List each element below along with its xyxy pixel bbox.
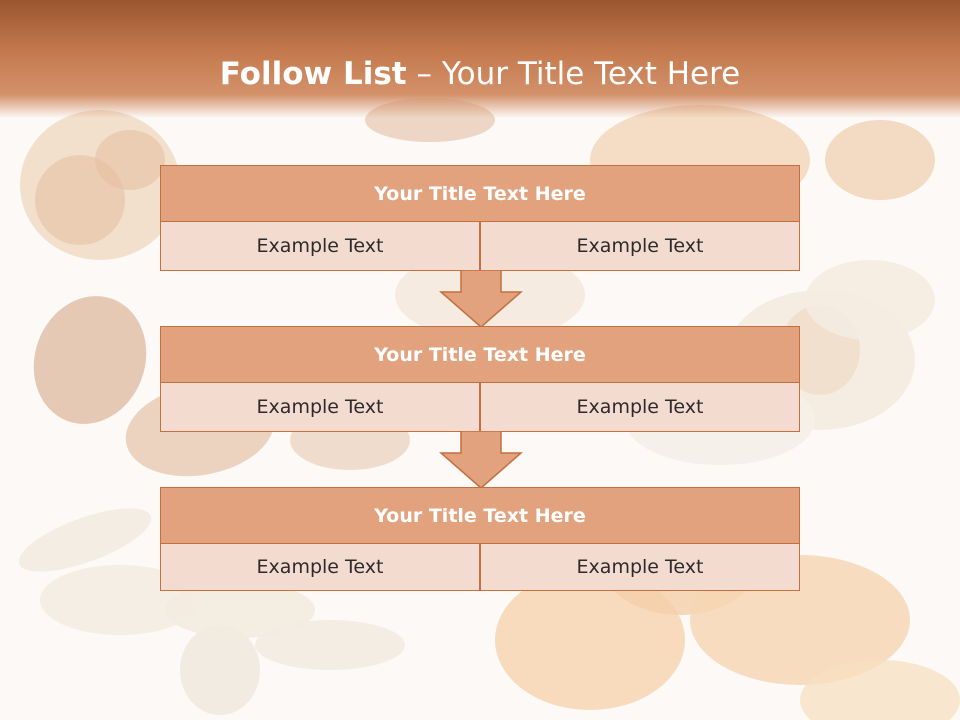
step-cell-right: Example Text bbox=[480, 383, 800, 432]
step-cell-right: Example Text bbox=[480, 222, 800, 271]
step-title: Your Title Text Here bbox=[160, 487, 800, 544]
step-cell-right: Example Text bbox=[480, 544, 800, 591]
step-box-1: Your Title Text Here Example Text Exampl… bbox=[160, 165, 800, 271]
step-box-3: Your Title Text Here Example Text Exampl… bbox=[160, 487, 800, 591]
slide-title: Follow List – Your Title Text Here bbox=[0, 54, 960, 94]
step-title: Your Title Text Here bbox=[160, 326, 800, 383]
step-cell-left: Example Text bbox=[160, 222, 480, 271]
header-band bbox=[0, 0, 960, 118]
slide-title-rest: – Your Title Text Here bbox=[406, 56, 741, 92]
step-box-2: Your Title Text Here Example Text Exampl… bbox=[160, 326, 800, 432]
step-cell-left: Example Text bbox=[160, 383, 480, 432]
step-title: Your Title Text Here bbox=[160, 165, 800, 222]
down-arrow-icon bbox=[439, 270, 523, 328]
down-arrow-icon bbox=[439, 431, 523, 489]
slide-title-bold: Follow List bbox=[219, 56, 407, 92]
step-cell-left: Example Text bbox=[160, 544, 480, 591]
